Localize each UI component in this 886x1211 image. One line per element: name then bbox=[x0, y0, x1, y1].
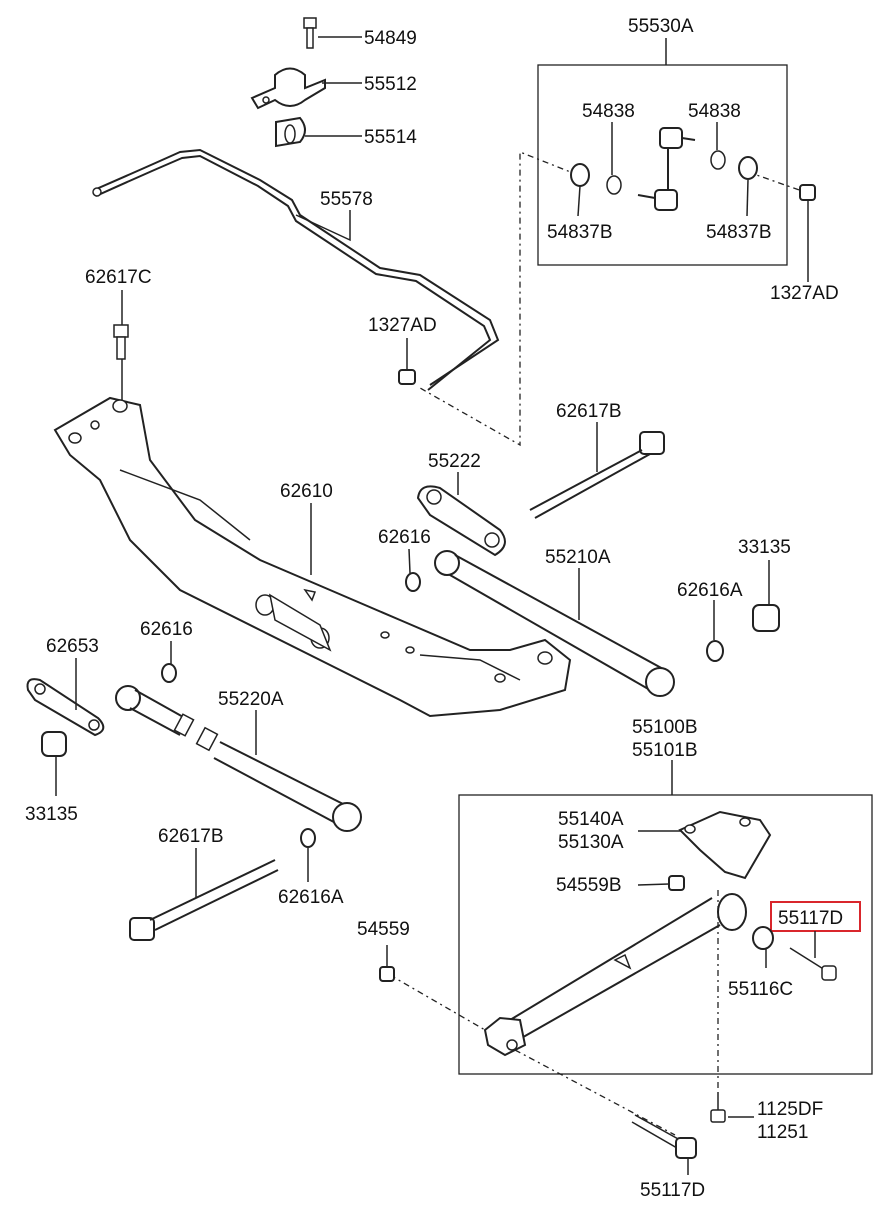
label-55222: 55222 bbox=[428, 451, 481, 472]
clamp-55512 bbox=[250, 67, 326, 110]
bolt-62617Bb bbox=[129, 859, 279, 941]
label-62616b: 62616 bbox=[140, 619, 193, 640]
label-55100B: 55100B bbox=[632, 717, 698, 738]
nut-33135b bbox=[41, 731, 67, 757]
label-54837Bb: 54837B bbox=[706, 222, 772, 243]
label-54838b: 54838 bbox=[688, 101, 741, 122]
washer-62616Ab bbox=[300, 828, 316, 848]
bolt-54849 bbox=[303, 17, 317, 49]
label-33135a: 33135 bbox=[738, 537, 791, 558]
washer-62616b bbox=[161, 663, 177, 683]
label-55117Db: 55117D bbox=[640, 1180, 705, 1201]
label-55220A: 55220A bbox=[218, 689, 284, 710]
label-55514: 55514 bbox=[364, 127, 417, 148]
label-62653: 62653 bbox=[46, 636, 99, 657]
bolt-55117Db bbox=[631, 1114, 697, 1159]
dash-link-line bbox=[419, 151, 579, 447]
label-54849: 54849 bbox=[364, 28, 417, 49]
label-33135b: 33135 bbox=[25, 804, 78, 825]
stabilizer-bar-55578 bbox=[92, 148, 500, 391]
label-55101B: 55101B bbox=[632, 740, 698, 761]
label-54559: 54559 bbox=[357, 919, 410, 940]
label-62616Ab: 62616A bbox=[278, 887, 344, 908]
label-54838a: 54838 bbox=[582, 101, 635, 122]
washer-62616a bbox=[405, 572, 421, 592]
nut-1327ADa bbox=[398, 369, 416, 385]
bushing-55514 bbox=[275, 116, 306, 148]
nut-54559 bbox=[379, 966, 395, 982]
label-1327ADa: 1327AD bbox=[368, 315, 437, 336]
plate-62653 bbox=[26, 678, 105, 737]
washer-62616Aa bbox=[706, 640, 724, 662]
bolt-55117Da bbox=[789, 947, 837, 981]
arm-55220A bbox=[115, 685, 362, 832]
label-55578: 55578 bbox=[320, 189, 373, 210]
label-55210A: 55210A bbox=[545, 547, 611, 568]
label-62617Ca: 62617C bbox=[85, 267, 152, 288]
nut-54559B bbox=[668, 875, 685, 891]
dash-bolt-lower bbox=[389, 974, 486, 1031]
label-55116C: 55116C bbox=[728, 979, 793, 1000]
label-55140A: 55140A bbox=[558, 809, 624, 830]
leader-lines bbox=[55, 36, 816, 1175]
box-55530A bbox=[537, 64, 788, 266]
bolt-62617C bbox=[113, 324, 129, 360]
label-62617Ba: 62617B bbox=[556, 401, 622, 422]
label-62616Aa: 62616A bbox=[677, 580, 743, 601]
dash-bolt-lower2 bbox=[514, 1049, 676, 1136]
dash-link-right bbox=[747, 171, 806, 193]
bolt-1125DF bbox=[710, 1092, 726, 1123]
arm-55210A bbox=[434, 550, 675, 697]
label-54559B: 54559B bbox=[556, 875, 622, 896]
link-55530A bbox=[570, 127, 758, 211]
nut-1327ADb bbox=[799, 184, 816, 201]
crossmember-62610 bbox=[53, 396, 572, 718]
label-62616a: 62616 bbox=[378, 527, 431, 548]
bolt-62617Ba bbox=[529, 431, 665, 519]
label-1327ADb: 1327AD bbox=[770, 283, 839, 304]
nut-33135a bbox=[752, 604, 780, 632]
label-62617Bb: 62617B bbox=[158, 826, 224, 847]
bushing-55116C bbox=[752, 926, 774, 950]
trailing-arm bbox=[483, 893, 747, 1057]
box-55100B bbox=[458, 794, 873, 1075]
bracket-55140A bbox=[678, 810, 772, 880]
plate-55222 bbox=[416, 485, 506, 557]
label-55130A: 55130A bbox=[558, 832, 624, 853]
label-55117Da: 55117D bbox=[778, 908, 843, 929]
label-1125DF: 1125DF bbox=[757, 1099, 823, 1120]
label-55512: 55512 bbox=[364, 74, 417, 95]
label-62610: 62610 bbox=[280, 481, 333, 502]
label-55530A: 55530A bbox=[628, 16, 694, 37]
label-11251: 11251 bbox=[757, 1122, 808, 1143]
label-54837Ba: 54837B bbox=[547, 222, 613, 243]
